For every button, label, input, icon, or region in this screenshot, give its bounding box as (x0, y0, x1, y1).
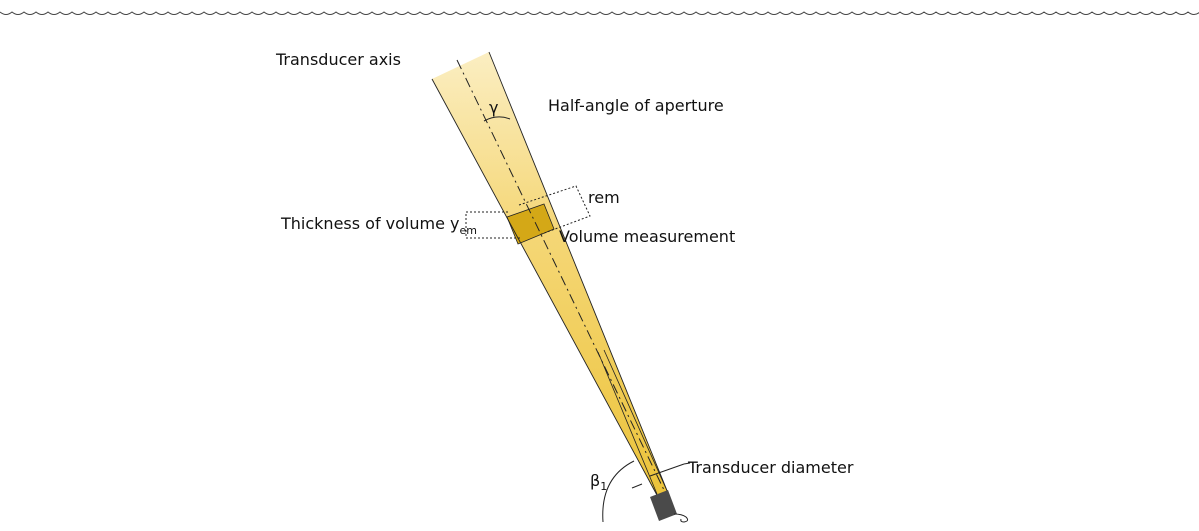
beta-symbol: β (590, 471, 600, 490)
thickness-dimension-bracket (465, 211, 520, 239)
measurement-volume (506, 203, 555, 245)
radius-dimension-bracket (518, 185, 591, 236)
thickness-text: Thickness of volume y (280, 214, 460, 233)
beta-label: β1 (590, 471, 607, 493)
radius-subscript: em (594, 188, 619, 207)
beta-subscript: 1 (600, 480, 607, 493)
beta-angle-arc (602, 460, 635, 523)
beta-angle-tick (631, 483, 643, 489)
thickness-subscript: em (460, 224, 477, 237)
thickness-label: Thickness of volume yem (280, 214, 477, 237)
volume-measurement-label: Volume measurement (559, 227, 735, 246)
transducer-cable (673, 513, 689, 523)
ultrasound-beam-cone (432, 52, 668, 497)
half-angle-label: Half-angle of aperture (548, 96, 724, 115)
transducer-probe-icon (650, 490, 677, 521)
radius-symbol: r (588, 188, 595, 207)
beam-edge-right (488, 51, 669, 494)
half-angle-arc (483, 116, 511, 122)
beam-edge-left (431, 78, 659, 498)
water-surface-wave-icon (0, 11, 1199, 15)
transducer-diameter-label: Transducer diameter (687, 458, 854, 477)
transducer-axis-label: Transducer axis (275, 50, 401, 69)
near-field-line-left (597, 351, 658, 495)
radius-label: rem (588, 188, 620, 207)
transducer-diameter-leader (683, 462, 691, 465)
near-field-line-right (603, 349, 669, 494)
gamma-symbol: γ (489, 98, 498, 117)
transducer-diameter-tick (649, 463, 685, 477)
